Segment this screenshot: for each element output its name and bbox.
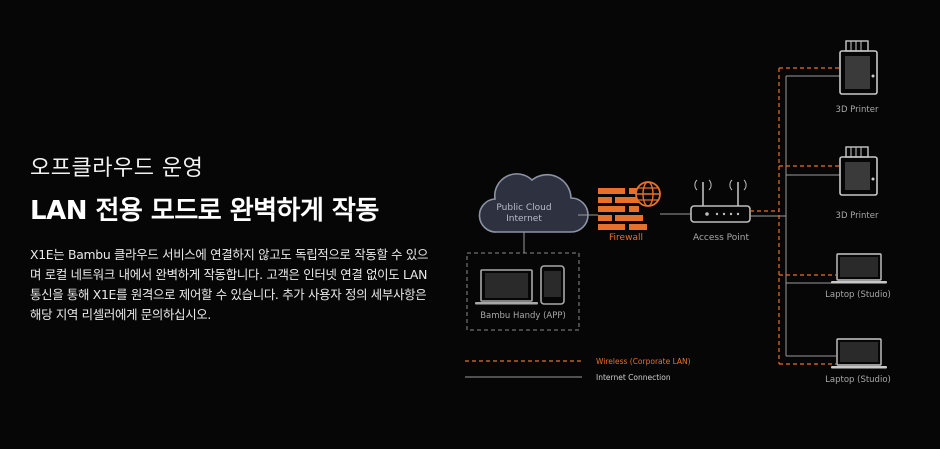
cloud-icon [478,173,589,233]
section-eyebrow: 오프클라우드 운영 [30,156,204,181]
phone-icon [540,265,565,305]
device-label-laptop-1: Laptop (Studio) [825,290,891,300]
router-icon [690,179,751,223]
hero-section: 오프클라우드 운영 LAN 전용 모드로 완벽하게 작동 X1E는 Bambu … [30,150,430,325]
device-label-printer-1: 3D Printer [836,105,879,115]
laptop-icon [475,269,538,305]
printer-icon [839,146,878,196]
firewall-icon [598,188,647,230]
handy-app-box [466,252,580,331]
cloud-label-line2: Internet [506,214,542,224]
section-headline: LAN 전용 모드로 완벽하게 작동 [30,196,379,226]
cloud-label-line1: Public Cloud [496,203,551,213]
access-point-label: Access Point [693,233,749,243]
device-label-printer-2: 3D Printer [836,211,879,221]
globe-icon [635,181,661,207]
firewall-label: Firewall [609,233,643,243]
legend-wireless-label: Wireless (Corporate LAN) [596,357,691,366]
legend-internet-label: Internet Connection [596,373,671,382]
printer-icon [839,40,878,95]
device-label-laptop-2: Laptop (Studio) [825,375,891,385]
laptop-icon [831,338,887,369]
section-description: X1E는 Bambu 클라우드 서비스에 연결하지 않고도 독립적으로 작동할 … [30,247,429,322]
handy-app-label: Bambu Handy (APP) [480,311,566,321]
legend: Wireless (Corporate LAN) Internet Connec… [465,357,691,382]
device-branches [779,67,840,365]
laptop-icon [831,253,887,284]
